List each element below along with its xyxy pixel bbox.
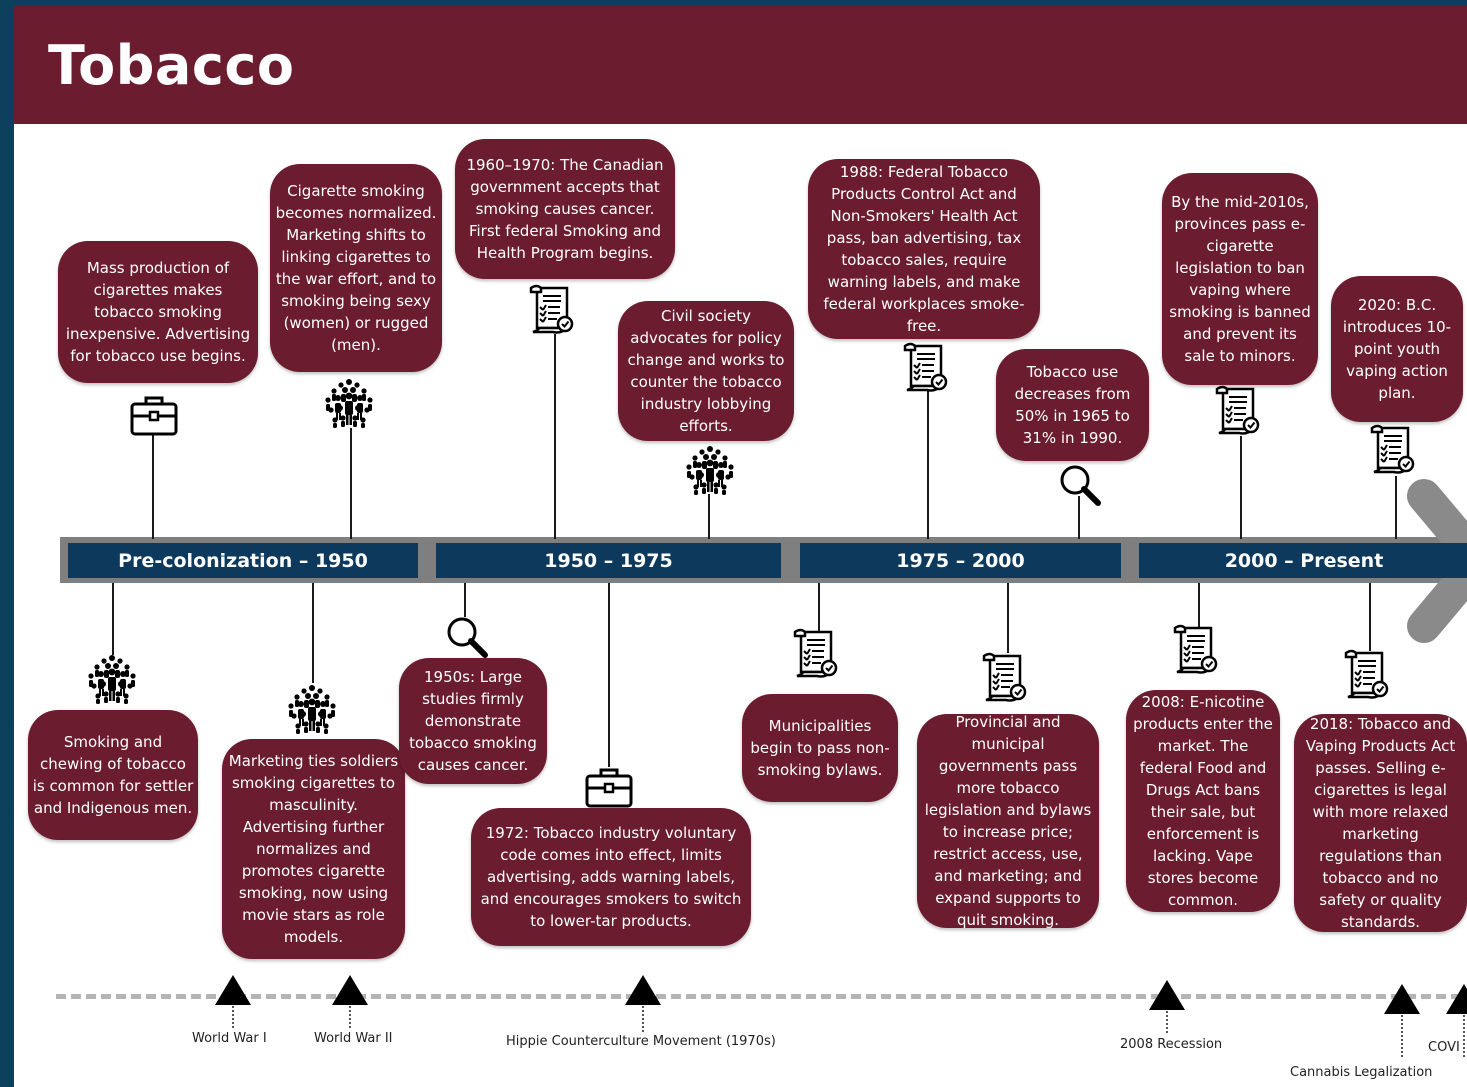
- event-label-world-war-2: World War II: [314, 1031, 393, 1046]
- connector-line: [350, 428, 352, 539]
- event-bubble-1972-code: 1972: Tobacco industry voluntary code co…: [471, 808, 751, 946]
- event-bubble-tobacco-use-decrease: Tobacco use decreases from 50% in 1965 t…: [996, 349, 1149, 461]
- event-marker: [1446, 984, 1467, 1014]
- briefcase-icon: [585, 768, 633, 808]
- event-tick: [1166, 1011, 1168, 1033]
- event-bubble-2008-e-nicotine: 2008: E-nicotine products enter the mark…: [1126, 690, 1280, 912]
- connector-line: [608, 583, 610, 767]
- event-marker: [625, 975, 661, 1005]
- event-bubble-provincial-legislation: Provincial and municipal governments pas…: [917, 713, 1099, 929]
- event-bubble-cigarette-normalized: Cigarette smoking becomes normalized. Ma…: [270, 164, 442, 372]
- magnifier-icon: [1057, 462, 1103, 508]
- connector-line: [818, 583, 820, 631]
- header-banner: Tobacco: [14, 6, 1467, 124]
- connector-line: [112, 583, 114, 655]
- policy-document-icon: [793, 628, 838, 678]
- connector-line: [927, 391, 929, 539]
- policy-document-icon: [982, 652, 1027, 702]
- policy-document-icon: [1344, 649, 1389, 699]
- event-bubble-municipal-bylaws: Municipalities begin to pass non-smoking…: [742, 694, 898, 802]
- era-1975-2000: 1975 – 2000: [800, 543, 1121, 578]
- crowd-icon: [288, 685, 336, 734]
- timeline-canvas: Tobacco Pre-colonization – 1950 1950 – 1…: [14, 6, 1467, 1087]
- event-label-2008-recession: 2008 Recession: [1120, 1037, 1223, 1052]
- crowd-icon: [88, 655, 136, 704]
- event-label-world-war-1: World War I: [192, 1031, 267, 1046]
- connector-line: [1369, 583, 1371, 651]
- event-bubble-civil-society: Civil society advocates for policy chang…: [618, 301, 794, 441]
- event-tick: [642, 1006, 644, 1032]
- event-bubble-1950s-studies: 1950s: Large studies firmly demonstrate …: [399, 658, 547, 784]
- era-2000-present: 2000 – Present: [1139, 543, 1467, 578]
- crowd-icon: [686, 446, 734, 495]
- crowd-icon: [325, 379, 373, 428]
- event-marker: [215, 975, 251, 1005]
- event-bubble-2020-bc: 2020: B.C. introduces 10-point youth vap…: [1331, 276, 1463, 422]
- magnifier-icon: [444, 614, 490, 660]
- page-title: Tobacco: [48, 34, 295, 97]
- event-bubble-smoking-common: Smoking and chewing of tobacco is common…: [28, 710, 198, 840]
- policy-document-icon: [1370, 424, 1415, 474]
- connector-line: [1198, 583, 1200, 627]
- era-1950-1975: 1950 – 1975: [436, 543, 781, 578]
- event-label-hippie-counterculture: Hippie Counterculture Movement (1970s): [506, 1034, 776, 1049]
- event-marker: [1149, 980, 1185, 1010]
- event-label-covid: COVI: [1428, 1040, 1460, 1055]
- event-tick: [232, 1006, 234, 1028]
- connector-line: [152, 428, 154, 539]
- chevron-right-icon: [1407, 479, 1467, 643]
- event-tick: [349, 1006, 351, 1028]
- briefcase-icon: [130, 396, 178, 436]
- event-bubble-marketing-soldiers: Marketing ties soldiers smoking cigarett…: [222, 739, 405, 959]
- event-label-cannabis-legalization: Cannabis Legalization: [1290, 1065, 1433, 1080]
- connector-line: [464, 583, 466, 617]
- connector-line: [1007, 583, 1009, 653]
- event-tick: [1401, 1015, 1403, 1057]
- connector-line: [1240, 436, 1242, 539]
- event-marker: [332, 975, 368, 1005]
- era-precolonization-1950: Pre-colonization – 1950: [68, 543, 418, 578]
- connector-line: [1078, 496, 1080, 539]
- event-bubble-1960-1970: 1960–1970: The Canadian government accep…: [455, 139, 675, 279]
- connector-line: [708, 494, 710, 539]
- event-bubble-2018-act: 2018: Tobacco and Vaping Products Act pa…: [1294, 714, 1467, 932]
- policy-document-icon: [1173, 624, 1218, 674]
- connector-line: [312, 583, 314, 683]
- connector-line: [1395, 476, 1397, 539]
- events-dashed-line: [56, 994, 1467, 999]
- event-bubble-mid-2010s: By the mid-2010s, provinces pass e-cigar…: [1162, 173, 1318, 385]
- policy-document-icon: [529, 284, 574, 334]
- event-marker: [1384, 984, 1420, 1014]
- event-tick: [1463, 1015, 1465, 1057]
- event-bubble-1988-acts: 1988: Federal Tobacco Products Control A…: [808, 159, 1040, 339]
- policy-document-icon: [1215, 385, 1260, 435]
- policy-document-icon: [903, 342, 948, 392]
- connector-line: [554, 334, 556, 539]
- event-bubble-mass-production: Mass production of cigarettes makes toba…: [58, 241, 258, 383]
